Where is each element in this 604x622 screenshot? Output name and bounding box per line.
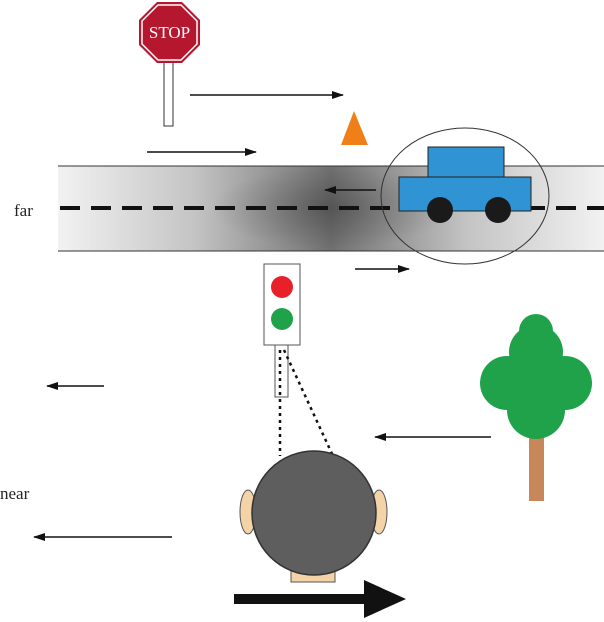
tree-icon <box>480 314 592 501</box>
observer-head-icon <box>239 450 388 583</box>
octagon-stop-sign-icon: STOP <box>139 2 200 127</box>
line-of-sight <box>278 349 335 457</box>
heading-arrow-icon <box>234 580 406 618</box>
motion-arrows <box>33 91 491 541</box>
far-label: far <box>14 201 33 220</box>
car-icon <box>380 127 550 265</box>
traffic-cone-icon <box>341 111 368 145</box>
stop-sign-text: STOP <box>149 23 190 42</box>
near-label: near <box>0 484 30 503</box>
traffic-light-icon <box>263 263 301 398</box>
